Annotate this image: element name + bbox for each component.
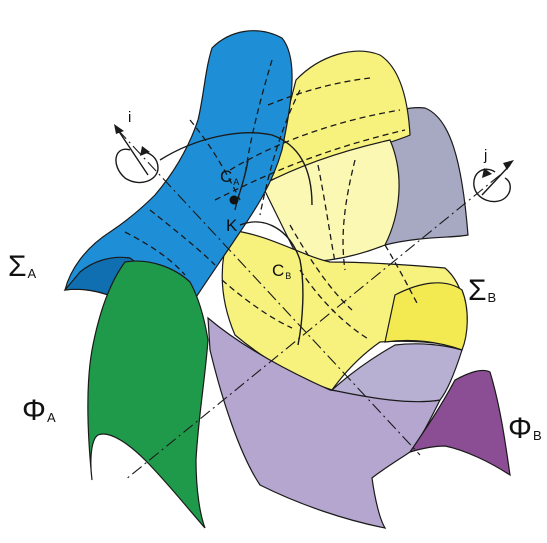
surface-phi-b-lavender	[207, 316, 442, 529]
axis-j-label: j	[483, 147, 487, 164]
surface-sigma-b-main	[221, 229, 467, 391]
surface-phi-a-label: ΦA	[22, 394, 56, 427]
contact-curve-c-a	[159, 132, 313, 206]
rotation-arrow-icon-j	[473, 160, 514, 203]
curve-c-b-label: CB	[272, 261, 291, 281]
surface-phi-b-purple	[408, 369, 511, 477]
point-k-label: K	[226, 216, 238, 235]
axis-j-line	[124, 174, 501, 481]
surface-sigma-b-middle	[261, 139, 400, 263]
surface-phi-a	[87, 260, 209, 529]
surface-sigma-b-lip	[384, 282, 468, 351]
surface-sigma-b-label: ΣB	[468, 274, 496, 307]
curve-c-a-label: CA	[220, 167, 239, 187]
surface-sigma-a-label: ΣA	[8, 250, 37, 283]
axis-i-line	[117, 129, 421, 456]
contact-curve-c-b	[239, 221, 304, 346]
surface-phi-b-gray-band	[330, 343, 463, 403]
rotation-arrow-icon-i	[114, 124, 159, 184]
surface-phi-b-label: ΦB	[508, 412, 542, 445]
contact-point-k	[229, 195, 239, 205]
axis-i-label: i	[128, 109, 131, 126]
contact-curve-k-link	[234, 159, 249, 211]
